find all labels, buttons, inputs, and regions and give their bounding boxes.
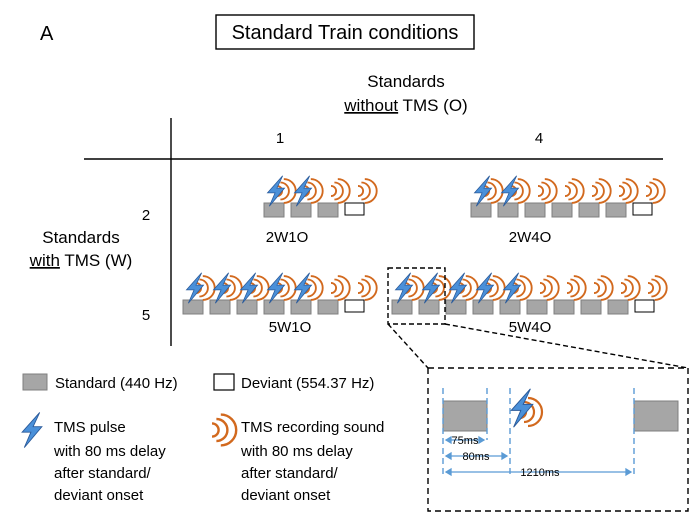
standard-tone-square: [290, 202, 312, 218]
inset-arrows: [444, 435, 633, 477]
standard-tone-square: [209, 299, 231, 315]
lightning-bolt-icon: [503, 272, 521, 304]
zoom-highlight-box: [387, 267, 446, 325]
sound-wave-icon: [645, 178, 666, 204]
inset-standard-1: [442, 400, 488, 432]
standard-tone-square: [580, 299, 602, 315]
row-label-5: 5: [142, 307, 150, 324]
inset-time-1210: 1210ms: [520, 467, 560, 479]
deviant-tone-square: [344, 299, 365, 313]
title-box: [215, 14, 475, 50]
legend-tms-sound-text: TMS recording sound with 80 ms delay aft…: [240, 419, 389, 504]
zoom-line-right: [444, 323, 689, 369]
condition-label-2W4O: 2W4O: [509, 229, 552, 246]
sound-wave-icon: [537, 178, 558, 204]
col-axis-label-line1: Standards: [367, 72, 445, 91]
lightning-bolt-icon: [267, 272, 285, 304]
col-label-4: 4: [535, 130, 543, 147]
train-5W1O: [182, 272, 378, 315]
sound-wave-icon: [566, 275, 587, 301]
standard-tone-square: [391, 299, 413, 315]
legend-tms-pulse-icon: [21, 411, 43, 449]
panel-label: A: [40, 23, 54, 45]
col-axis-rest: TMS (O): [398, 96, 468, 115]
condition-label-5W4O: 5W4O: [509, 319, 552, 336]
deviant-tone-square: [344, 202, 365, 216]
standard-tone-square: [607, 299, 629, 315]
standard-tone-square: [236, 299, 258, 315]
row-axis-underlined: with: [29, 251, 60, 270]
deviant-tone-square: [634, 299, 655, 313]
sound-wave-icon: [357, 275, 378, 301]
standard-tone-square: [470, 202, 492, 218]
diagram-title: Standard Train conditions: [232, 22, 459, 44]
sound-wave-icon: [330, 275, 351, 301]
legend-deviant-label: Deviant (554.37 Hz): [241, 375, 374, 392]
standard-tone-square: [472, 299, 494, 315]
lightning-bolt-icon: [267, 175, 285, 207]
zoom-line-left: [387, 323, 429, 369]
lightning-bolt-icon: [294, 272, 312, 304]
standard-tone-square: [317, 299, 339, 315]
sound-wave-icon: [591, 178, 612, 204]
train-2W4O: [470, 175, 666, 218]
standard-tone-square: [263, 299, 285, 315]
sound-wave-icon: [564, 178, 585, 204]
row-axis-label-line2: with TMS (W): [29, 251, 133, 270]
condition-label-2W1O: 2W1O: [266, 229, 309, 246]
standard-tone-square: [418, 299, 440, 315]
lightning-bolt-icon: [395, 272, 413, 304]
lightning-bolt-icon: [501, 175, 519, 207]
legend-standard-label: Standard (440 Hz): [55, 375, 178, 392]
sound-wave-icon: [647, 275, 668, 301]
legend-tms-sound-icon: [210, 413, 238, 447]
inset-time-75: 75ms: [452, 435, 479, 447]
standard-tone-square: [290, 299, 312, 315]
sound-wave-icon: [593, 275, 614, 301]
standard-tone-square: [526, 299, 548, 315]
legend-standard-swatch: [22, 373, 48, 391]
lightning-bolt-icon: [294, 175, 312, 207]
sound-wave-icon: [357, 178, 378, 204]
legend-deviant-swatch: [213, 373, 235, 391]
lightning-bolt-icon: [422, 272, 440, 304]
col-axis-underlined: without: [343, 96, 398, 115]
inset-standard-2: [633, 400, 679, 432]
sound-wave-icon: [620, 275, 641, 301]
standard-tone-square: [263, 202, 285, 218]
sound-wave-icon: [539, 275, 560, 301]
legend-tms-pulse-text: TMS pulse with 80 ms delay after standar…: [53, 419, 170, 504]
col-axis-label-line2: without TMS (O): [343, 96, 467, 115]
standard-tone-square: [551, 202, 573, 218]
lightning-bolt-icon: [449, 272, 467, 304]
row-axis-label-line1: Standards: [42, 228, 120, 247]
sound-wave-icon: [618, 178, 639, 204]
inset-box: [427, 367, 689, 512]
standard-tone-square: [578, 202, 600, 218]
standard-tone-square: [497, 202, 519, 218]
condition-label-5W1O: 5W1O: [269, 319, 312, 336]
standard-tone-square: [553, 299, 575, 315]
row-label-2: 2: [142, 207, 150, 224]
standard-tone-square: [605, 202, 627, 218]
lightning-bolt-icon: [476, 272, 494, 304]
lightning-bolt-icon: [240, 272, 258, 304]
standard-tone-square: [445, 299, 467, 315]
row-axis-rest: TMS (W): [60, 251, 132, 270]
standard-tone-square: [499, 299, 521, 315]
deviant-tone-square: [632, 202, 653, 216]
lightning-bolt-icon: [474, 175, 492, 207]
lightning-bolt-icon: [213, 272, 231, 304]
inset-timing-lines: [442, 388, 635, 478]
train-5W4O: [391, 272, 668, 315]
train-2W1O: [263, 175, 378, 218]
standard-tone-square: [182, 299, 204, 315]
col-label-1: 1: [276, 130, 284, 147]
inset-time-80: 80ms: [463, 451, 490, 463]
lightning-bolt-icon: [186, 272, 204, 304]
standard-tone-square: [524, 202, 546, 218]
standard-tone-square: [317, 202, 339, 218]
sound-wave-icon: [330, 178, 351, 204]
